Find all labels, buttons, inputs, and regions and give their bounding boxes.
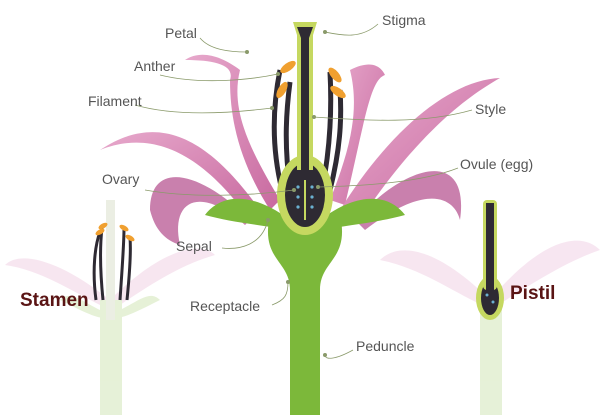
leader-dots (245, 30, 327, 357)
label-ovule: Ovule (egg) (460, 156, 534, 172)
stamen-flower (5, 200, 215, 415)
label-sepal: Sepal (176, 238, 212, 254)
label-petal: Petal (165, 25, 197, 41)
label-peduncle: Peduncle (356, 338, 415, 354)
leader-lines (134, 23, 473, 359)
title-stamen: Stamen (20, 290, 89, 311)
label-stigma: Stigma (382, 12, 426, 28)
label-receptacle: Receptacle (190, 298, 261, 314)
pistil-parts (476, 200, 504, 320)
stem-and-sepals (205, 198, 405, 415)
label-anther: Anther (134, 58, 176, 74)
stamen-parts (92, 222, 135, 301)
pistil (277, 22, 333, 235)
pistil-flower (380, 240, 600, 415)
label-style: Style (475, 101, 507, 117)
label-ovary: Ovary (102, 171, 140, 187)
label-filament: Filament (88, 93, 142, 109)
title-pistil: Pistil (510, 283, 556, 304)
